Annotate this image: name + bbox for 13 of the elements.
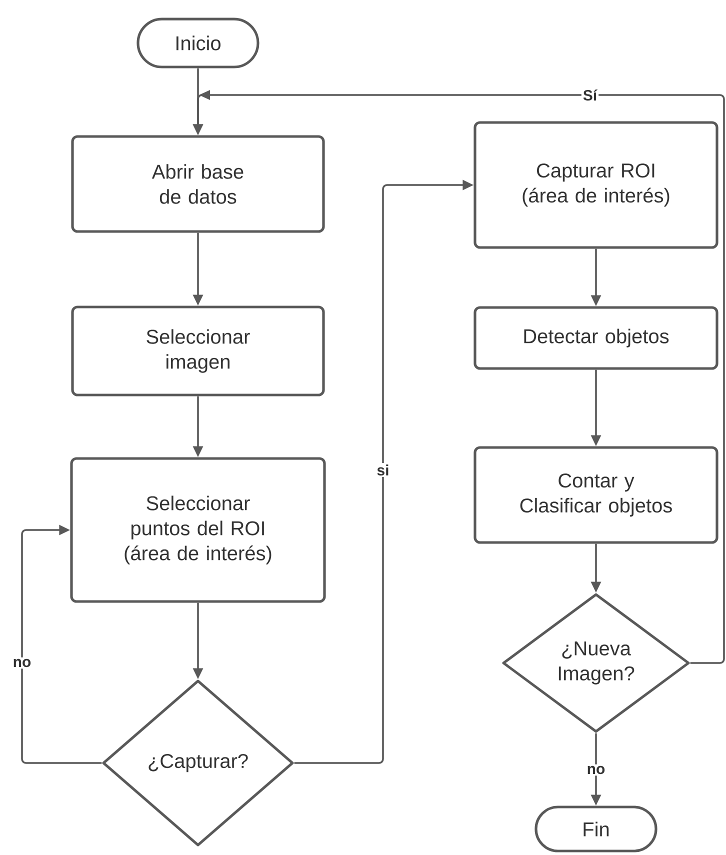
terminal-box: Inicio: [136, 18, 260, 68]
process-box: Detectar objetos: [474, 306, 718, 370]
arrow: [21, 524, 102, 764]
edge-label: Sí: [581, 88, 599, 102]
edge-label: si: [375, 463, 391, 478]
process-box: Contar y Clasificar objetos: [474, 446, 718, 544]
process-box: Abrir base de datos: [71, 135, 325, 233]
process-box: Seleccionar imagen: [71, 306, 325, 396]
edge-label: no: [11, 657, 33, 669]
edge-label: no: [585, 764, 607, 776]
process-box: Capturar ROI (área de interés): [474, 121, 718, 249]
process-box: Seleccionar puntos del ROI (área de interés): [70, 457, 326, 603]
terminal-box: Fin: [534, 806, 658, 852]
